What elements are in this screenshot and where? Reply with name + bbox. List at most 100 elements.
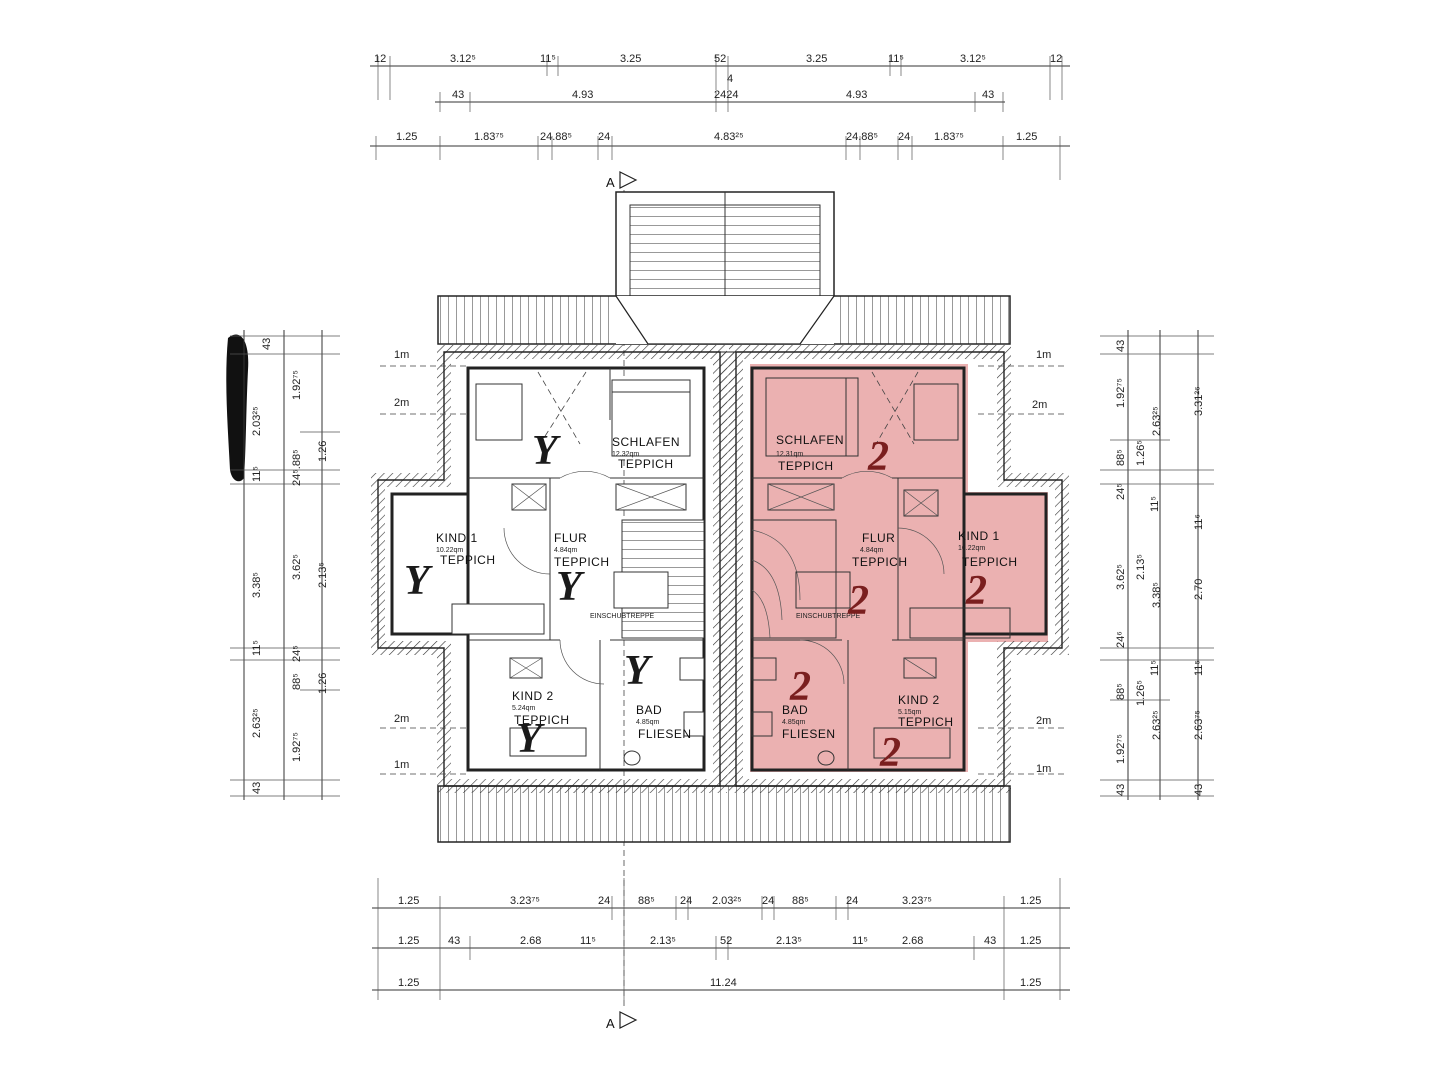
svg-text:SCHLAFEN: SCHLAFEN — [776, 433, 844, 447]
dim-top-3-8: 1.25 — [1016, 131, 1037, 143]
svg-text:TEPPICH: TEPPICH — [554, 555, 610, 569]
svg-text:43: 43 — [1193, 784, 1205, 796]
svg-text:43: 43 — [261, 338, 273, 350]
svg-text:2.63²⁵: 2.63²⁵ — [1151, 710, 1163, 740]
dim-top-2-0: 43 — [452, 89, 464, 101]
svg-text:11⁵: 11⁵ — [1149, 496, 1161, 512]
dim-top-3-6: 24 — [898, 131, 910, 143]
svg-text:10.22qm: 10.22qm — [958, 545, 985, 552]
svg-text:1.26: 1.26 — [317, 441, 329, 462]
svg-text:11⁶: 11⁶ — [1193, 514, 1205, 530]
svg-text:Y: Y — [404, 558, 433, 604]
svg-text:11⁵: 11⁵ — [1193, 660, 1205, 676]
svg-text:88⁵: 88⁵ — [291, 673, 303, 690]
svg-text:11⁵: 11⁵ — [852, 935, 868, 947]
svg-text:2: 2 — [879, 730, 901, 776]
svg-text:1.92⁷⁵: 1.92⁷⁵ — [1115, 734, 1127, 764]
svg-text:KIND 2: KIND 2 — [898, 693, 940, 707]
svg-text:52: 52 — [720, 935, 732, 947]
svg-text:2.13⁵: 2.13⁵ — [317, 562, 329, 588]
svg-text:2m: 2m — [394, 713, 409, 725]
svg-text:88⁵: 88⁵ — [792, 895, 809, 907]
dim-top-3-4: 4.83²⁵ — [714, 131, 744, 143]
svg-text:Y: Y — [556, 564, 585, 610]
ink-blot — [226, 334, 249, 482]
svg-text:24: 24 — [598, 895, 610, 907]
room-bad-right: BAD 4.85qm FLIESEN — [782, 703, 835, 741]
dim-top-1-1: 3.12⁵ — [450, 53, 476, 65]
svg-text:2.68: 2.68 — [902, 935, 923, 947]
svg-text:TEPPICH: TEPPICH — [898, 715, 954, 729]
svg-text:4.84qm: 4.84qm — [554, 547, 578, 554]
svg-text:24⁶: 24⁶ — [1115, 631, 1127, 648]
dim-top-2-3: 4.93 — [846, 89, 867, 101]
svg-text:4.84qm: 4.84qm — [860, 547, 884, 554]
dim-top-3-7: 1.83⁷⁵ — [934, 131, 964, 143]
svg-text:KIND 1: KIND 1 — [436, 531, 478, 545]
svg-text:10.22qm: 10.22qm — [436, 547, 463, 554]
bottom-dimensions: 1.25 3.23⁷⁵ 24 88⁵ 24 2.03²⁵ 24 88⁵ 24 3… — [372, 878, 1070, 1000]
svg-text:2.63²⁵: 2.63²⁵ — [251, 708, 263, 738]
dim-top-1-9: 12 — [1050, 53, 1062, 65]
dim-top-3-5: 24.88⁵ — [846, 131, 878, 143]
dim-top-1-5: 4 — [727, 73, 733, 85]
svg-text:BAD: BAD — [782, 703, 808, 717]
section-marker-bottom: A — [606, 1011, 638, 1031]
scribbles-left: Y Y Y Y Y — [404, 428, 653, 762]
svg-text:2.63²⁵: 2.63²⁵ — [1151, 406, 1163, 436]
svg-text:88⁵: 88⁵ — [638, 895, 655, 907]
svg-text:11⁵: 11⁵ — [251, 466, 263, 482]
svg-text:2: 2 — [867, 434, 889, 480]
left-dimensions: 2.03²⁵ 11⁵ 3.38⁵ 11⁵ 2.63²⁵ 43 1.92⁷⁵ 24… — [230, 330, 340, 800]
svg-text:A: A — [606, 175, 615, 190]
dim-top-1-8: 3.12⁵ — [960, 53, 986, 65]
stair-label-right: EINSCHUBTREPPE — [796, 613, 861, 620]
svg-text:1.25: 1.25 — [398, 895, 419, 907]
svg-text:1.25: 1.25 — [398, 935, 419, 947]
svg-text:3.23⁷⁵: 3.23⁷⁵ — [902, 895, 932, 907]
svg-text:5.24qm: 5.24qm — [512, 705, 536, 712]
dim-top-1-4: 52 — [714, 53, 726, 65]
svg-text:43: 43 — [984, 935, 996, 947]
dim-top-1-0: 12 — [374, 53, 386, 65]
svg-text:3.62⁵: 3.62⁵ — [291, 554, 303, 580]
svg-text:2.70: 2.70 — [1193, 579, 1205, 600]
svg-text:3.38⁵: 3.38⁵ — [251, 572, 263, 598]
svg-text:2.13⁵: 2.13⁵ — [776, 935, 802, 947]
svg-text:2.13⁵: 2.13⁵ — [650, 935, 676, 947]
svg-text:24⁵.88⁵: 24⁵.88⁵ — [291, 449, 303, 486]
room-schlafen-right: SCHLAFEN 12.31qm TEPPICH — [776, 433, 844, 473]
svg-text:12.32qm: 12.32qm — [612, 451, 639, 458]
dim-top-1-2: 11⁵ — [540, 53, 556, 65]
svg-text:2m: 2m — [1032, 399, 1047, 411]
svg-text:11⁵: 11⁵ — [580, 935, 596, 947]
svg-text:Y: Y — [532, 428, 561, 474]
svg-text:43: 43 — [251, 782, 263, 794]
room-flur-right: FLUR 4.84qm TEPPICH — [852, 531, 908, 569]
svg-text:TEPPICH: TEPPICH — [852, 555, 908, 569]
height-marks-right: 1m 2m 2m 1m — [978, 349, 1066, 775]
svg-text:88⁵: 88⁵ — [1115, 683, 1127, 700]
svg-text:12.31qm: 12.31qm — [776, 451, 803, 458]
dim-top-3-3: 24 — [598, 131, 610, 143]
room-kind2-right: KIND 2 5.15qm TEPPICH — [898, 693, 954, 729]
dim-top-1-6: 3.25 — [806, 53, 827, 65]
dim-top-2-4: 43 — [982, 89, 994, 101]
svg-text:43: 43 — [1115, 340, 1127, 352]
interior-left — [451, 368, 705, 770]
svg-text:2.03²⁵: 2.03²⁵ — [251, 406, 263, 436]
svg-text:24: 24 — [762, 895, 774, 907]
room-bad-left: BAD 4.85qm FLIESEN — [636, 703, 691, 741]
svg-text:24⁵: 24⁵ — [1115, 483, 1127, 500]
svg-text:2.03²⁵: 2.03²⁵ — [712, 895, 742, 907]
right-dimensions: 43 1.92⁷⁵ 88⁵ 24⁵ 3.62⁵ 24⁶ 88⁵ 1.92⁷⁵ 4… — [1100, 330, 1214, 800]
svg-text:2m: 2m — [1036, 715, 1051, 727]
svg-text:KIND 1: KIND 1 — [958, 529, 1000, 543]
svg-text:3.38⁵: 3.38⁵ — [1151, 582, 1163, 608]
svg-text:1m: 1m — [1036, 763, 1051, 775]
svg-text:1.25: 1.25 — [1020, 895, 1041, 907]
svg-text:1.25: 1.25 — [1020, 977, 1041, 989]
svg-text:24: 24 — [846, 895, 858, 907]
dim-top-3-2: 24.88⁵ — [540, 131, 572, 143]
